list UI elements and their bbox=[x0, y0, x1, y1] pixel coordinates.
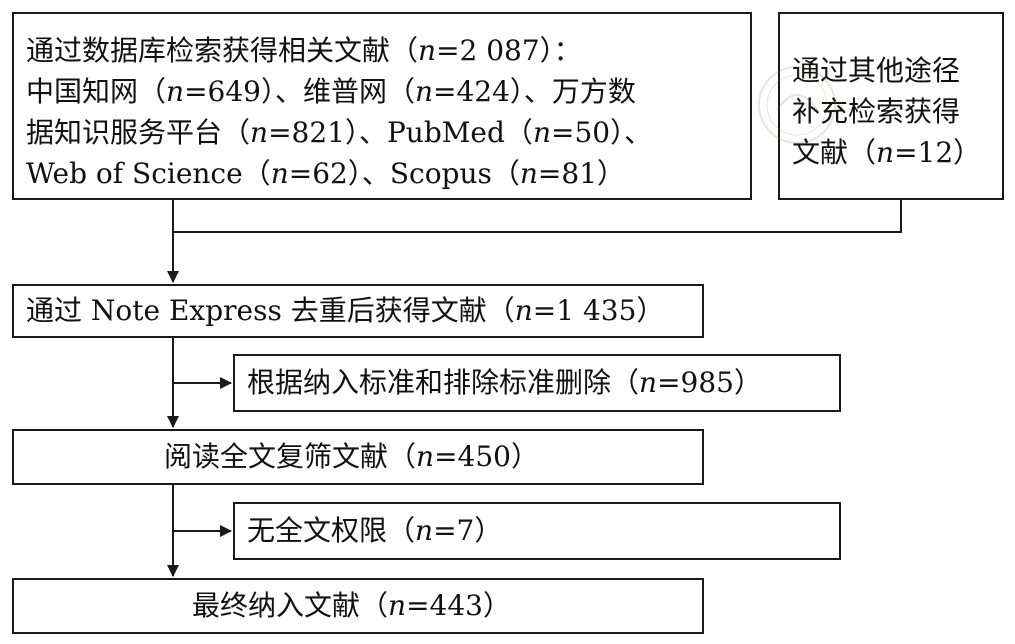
connector-other-merge bbox=[173, 200, 902, 233]
dedup-text: 通过 Note Express 去重后获得文献（n=1 435） bbox=[26, 294, 665, 327]
other-line-3: 文献（n=12） bbox=[792, 136, 982, 169]
noaccess-text: 无全文权限（n=7） bbox=[247, 514, 503, 547]
final-included-box: 最终纳入文献（n=443） bbox=[12, 578, 704, 634]
fulltext-screening-box: 阅读全文复筛文献（n=450） bbox=[12, 429, 704, 485]
no-fulltext-access-box: 无全文权限（n=7） bbox=[233, 502, 841, 560]
database-search-box: 通过数据库检索获得相关文献（n=2 087）： 中国知网（n=649）、维普网（… bbox=[12, 12, 752, 200]
database-line-1: 通过数据库检索获得相关文献（n=2 087）： bbox=[26, 34, 582, 67]
exclusion-criteria-box: 根据纳入标准和排除标准删除（n=985） bbox=[233, 354, 841, 412]
database-line-4: Web of Science（n=62）、Scopus（n=81） bbox=[26, 157, 626, 190]
database-line-2: 中国知网（n=649）、维普网（n=424）、万方数 bbox=[26, 75, 636, 108]
other-line-1: 通过其他途径 bbox=[792, 54, 961, 87]
other-line-2: 补充检索获得 bbox=[792, 95, 961, 128]
dedup-box: 通过 Note Express 去重后获得文献（n=1 435） bbox=[12, 284, 704, 338]
database-line-3: 据知识服务平台（n=821）、PubMed（n=50）、 bbox=[26, 116, 653, 149]
other-sources-box: 通过其他途径 补充检索获得 文献（n=12） bbox=[778, 12, 1004, 200]
exclusion-text: 根据纳入标准和排除标准删除（n=985） bbox=[247, 366, 762, 399]
final-text: 最终纳入文献（n=443） bbox=[192, 589, 511, 622]
fulltext-text: 阅读全文复筛文献（n=450） bbox=[164, 440, 539, 473]
